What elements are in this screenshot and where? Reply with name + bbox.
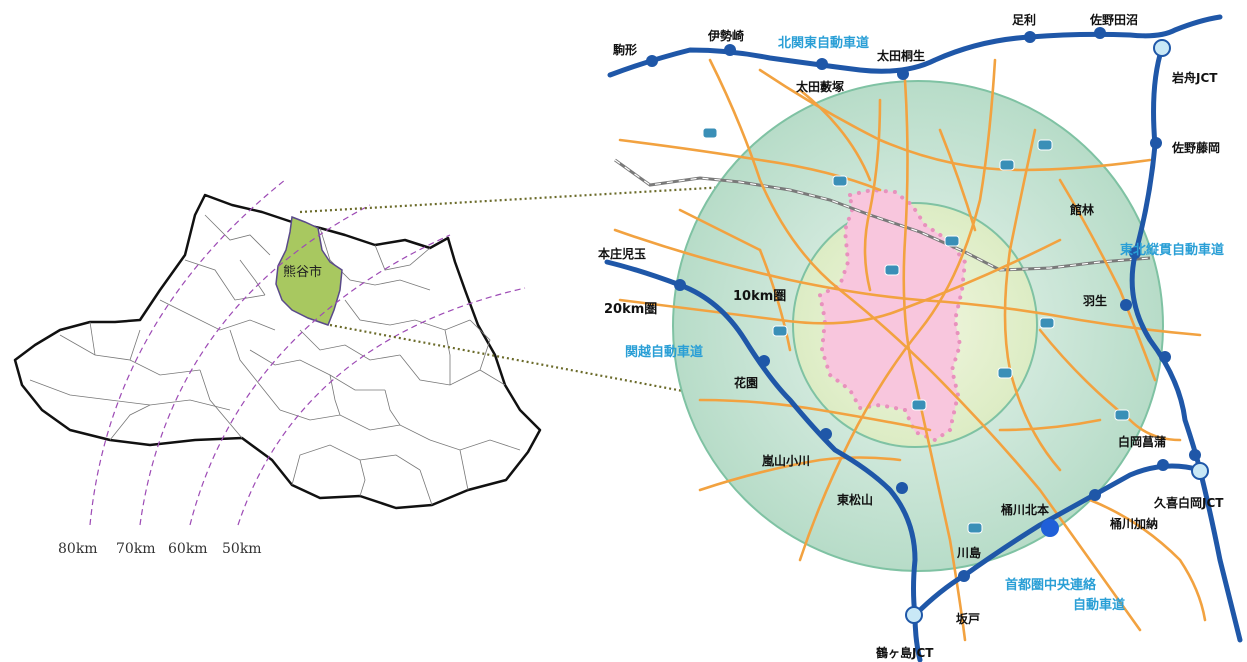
- distance-label-80km: 80km: [58, 541, 98, 557]
- ic-label-okegawa-kitamoto: 桶川北本: [1001, 502, 1049, 517]
- junction-nodes: [905, 39, 1209, 624]
- ic-label-hanazono: 花園: [734, 375, 758, 390]
- ic-label-kuki-shiraoka-jct: 久喜白岡JCT: [1154, 495, 1224, 510]
- label-kanetsu-expressway: 関越自動車道: [625, 344, 703, 360]
- interchange-labels: 駒形 伊勢崎 太田桐生 太田藪塚 足利 佐野田沼 岩舟JCT 佐野藤岡 館林 本…: [598, 12, 1224, 660]
- ic-label-sano-fujioka: 佐野藤岡: [1171, 140, 1220, 155]
- tsurugashima-jct-node: [905, 606, 923, 624]
- distance-arcs: [89, 179, 526, 526]
- ic-label-sano-tanuma: 佐野田沼: [1089, 12, 1138, 27]
- ic-label-hanyu: 羽生: [1083, 293, 1107, 308]
- ic-label-sakado: 坂戸: [956, 611, 980, 626]
- distance-labels: 80km 70km 60km 50km: [58, 541, 262, 557]
- ic-label-ashikaga: 足利: [1012, 12, 1036, 27]
- ic-label-higashi-matsuyama: 東松山: [837, 492, 873, 507]
- distance-label-60km: 60km: [168, 541, 208, 557]
- distance-label-70km: 70km: [116, 541, 156, 557]
- kita-kanto-expressway: [607, 14, 1223, 78]
- route-shields: [702, 127, 1130, 534]
- ic-label-honjo-kodama: 本庄児玉: [598, 246, 646, 261]
- ic-label-tatebayashi: 館林: [1069, 202, 1094, 217]
- ic-label-ota-yabuzuka: 太田藪塚: [796, 79, 844, 94]
- ic-label-ota-kiryu: 太田桐生: [877, 48, 925, 63]
- ic-label-iwafune-jct: 岩舟JCT: [1171, 70, 1218, 85]
- saitama-prefecture-map: 熊谷市 80km 70km 60km 50km: [13, 179, 542, 557]
- label-20km-ring: 20km圏: [604, 302, 657, 317]
- arc-80km: [89, 179, 286, 526]
- ken-o-expressway: [912, 463, 1203, 618]
- kuki-shiraoka-jct-node: [1191, 462, 1209, 480]
- label-10km-ring: 10km圏: [733, 289, 786, 304]
- kumagaya-city-label: 熊谷市: [283, 264, 322, 280]
- regional-road-map: 駒形 伊勢崎 太田桐生 太田藪塚 足利 佐野田沼 岩舟JCT 佐野藤岡 館林 本…: [598, 12, 1243, 662]
- ic-label-isesaki: 伊勢崎: [707, 28, 744, 43]
- label-ken-o-line2: 自動車道: [1073, 597, 1125, 613]
- prefecture-outline: [13, 193, 542, 510]
- distance-label-50km: 50km: [222, 541, 262, 557]
- arc-60km: [189, 234, 451, 526]
- ic-label-okegawa-kano: 桶川加納: [1110, 516, 1158, 531]
- ic-label-kawajima: 川島: [956, 545, 981, 560]
- label-kita-kanto-expressway: 北関東自動車道: [778, 35, 869, 51]
- ic-label-shiraoka-shobu: 白岡菖蒲: [1118, 434, 1166, 449]
- kumagaya-city-shape: [817, 187, 968, 443]
- expressways: [604, 14, 1243, 662]
- arc-70km: [139, 204, 371, 526]
- interchange-nodes: [646, 27, 1201, 582]
- kumagaya-city-area: [275, 215, 343, 326]
- label-tohoku-expressway: 東北縦貫自動車道: [1120, 242, 1224, 258]
- label-ken-o-line1: 首都圏中央連絡: [1005, 577, 1097, 593]
- municipal-boundaries: [29, 214, 521, 506]
- kanetsu-expressway: [604, 259, 923, 662]
- iwafune-jct-node: [1153, 39, 1171, 57]
- ic-label-komagata: 駒形: [613, 42, 637, 57]
- ic-label-ranzan-ogawa: 嵐山小川: [762, 453, 810, 468]
- local-roads: [613, 58, 1207, 642]
- arc-50km: [237, 287, 526, 526]
- expressway-labels: 北関東自動車道 東北縦貫自動車道 関越自動車道 首都圏中央連絡 自動車道: [625, 35, 1224, 613]
- ic-label-tsurugashima-jct: 鶴ヶ島JCT: [876, 645, 934, 660]
- tohoku-expressway: [1129, 45, 1243, 643]
